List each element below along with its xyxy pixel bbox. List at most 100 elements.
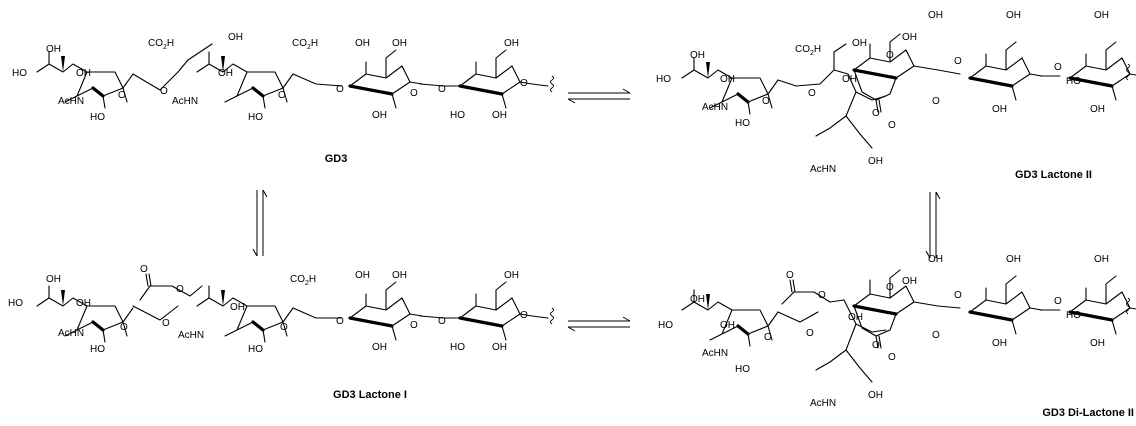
atom-oh: OH — [928, 254, 943, 265]
atom-ho: HO — [450, 110, 465, 121]
atom-oh: OH — [848, 312, 863, 323]
atom-oh: OH — [228, 32, 243, 43]
atom-ho: HO — [8, 298, 23, 309]
atom-o: O — [818, 290, 826, 301]
atom-o: O — [162, 318, 170, 329]
atom-o: O — [438, 84, 446, 95]
atom-oh: OH — [504, 38, 519, 49]
atom-achn: AcHN — [702, 102, 728, 113]
atom-oh: OH — [1090, 104, 1105, 115]
atom-oh: OH — [76, 298, 91, 309]
atom-o: O — [1054, 62, 1062, 73]
atom-oh: OH — [1094, 10, 1109, 21]
atom-o: O — [176, 284, 184, 295]
atom-o: O — [954, 56, 962, 67]
atom-o: O — [872, 108, 880, 119]
atom-o: O — [280, 322, 288, 333]
atom-oh: OH — [355, 38, 370, 49]
atom-o: O — [806, 328, 814, 339]
atom-o: O — [872, 340, 880, 351]
atom-ho: HO — [248, 112, 263, 123]
atom-ho: HO — [1066, 76, 1081, 87]
atom-ho: HO — [90, 344, 105, 355]
atom-ho: HO — [735, 364, 750, 375]
atom-co2h: CO2H — [148, 38, 174, 51]
atom-o: O — [336, 316, 344, 327]
atom-ho: HO — [735, 118, 750, 129]
atom-o: O — [278, 90, 286, 101]
atom-oh: OH — [218, 68, 233, 79]
atom-ho: HO — [248, 344, 263, 355]
compound-title-gd3: GD3 — [325, 153, 348, 165]
atom-o: O — [786, 270, 794, 281]
molecule-gd3-lactone-i: HO OH OH AcHN HO O O O O OH AcHN HO O CO… — [8, 264, 554, 401]
atom-o: O — [160, 86, 168, 97]
atom-achn: AcHN — [810, 164, 836, 175]
atom-oh: OH — [372, 110, 387, 121]
atom-o: O — [118, 90, 126, 101]
atom-o: O — [520, 310, 528, 321]
atom-o: O — [886, 50, 894, 61]
atom-oh: OH — [720, 74, 735, 85]
atom-achn: AcHN — [172, 96, 198, 107]
atom-achn: AcHN — [810, 398, 836, 409]
atom-oh: OH — [492, 110, 507, 121]
compound-title-gd3-lactone-i: GD3 Lactone I — [333, 389, 407, 401]
atom-o: O — [120, 322, 128, 333]
atom-oh: OH — [1006, 10, 1021, 21]
atom-ho: HO — [90, 112, 105, 123]
atom-o: O — [438, 316, 446, 327]
atom-oh: OH — [230, 302, 245, 313]
molecule-gd3-lactone-ii: HO OH OH AcHN HO O CO2H O OH OH O O O OH… — [656, 10, 1136, 181]
atom-achn: AcHN — [58, 328, 84, 339]
atom-oh: OH — [46, 44, 61, 55]
molecule-gd3: HO OH OH AcHN HO O CO2H O OH OH AcHN HO … — [12, 32, 554, 165]
atom-achn: AcHN — [178, 330, 204, 341]
atom-o: O — [932, 96, 940, 107]
atom-o: O — [932, 330, 940, 341]
atom-ho: HO — [1066, 310, 1081, 321]
atom-o: O — [140, 264, 148, 275]
atom-oh: OH — [492, 342, 507, 353]
equilibrium-arrow-left — [252, 189, 268, 257]
atom-oh: OH — [392, 38, 407, 49]
atom-oh: OH — [690, 294, 705, 305]
atom-oh: OH — [992, 104, 1007, 115]
atom-o: O — [888, 120, 896, 131]
atom-achn: AcHN — [58, 96, 84, 107]
atom-o: O — [808, 88, 816, 99]
equilibrium-arrow-top — [567, 88, 631, 104]
atom-oh: OH — [690, 50, 705, 61]
atom-oh: OH — [392, 270, 407, 281]
atom-o: O — [886, 282, 894, 293]
atom-oh: OH — [372, 342, 387, 353]
atom-o: O — [954, 290, 962, 301]
atom-co2h: CO2H — [290, 274, 316, 287]
atom-o: O — [888, 352, 896, 363]
atom-oh: OH — [852, 38, 867, 49]
atom-co2h: CO2H — [292, 38, 318, 51]
atom-o: O — [410, 320, 418, 331]
atom-oh: OH — [1094, 254, 1109, 265]
atom-oh: OH — [355, 270, 370, 281]
atom-o: O — [520, 78, 528, 89]
compound-title-gd3-di-lactone-ii: GD3 Di-Lactone II — [1042, 407, 1134, 419]
atom-oh: OH — [46, 274, 61, 285]
atom-co2h: CO2H — [795, 44, 821, 57]
atom-o: O — [764, 332, 772, 343]
atom-oh: OH — [928, 10, 943, 21]
compound-title-gd3-lactone-ii: GD3 Lactone II — [1015, 169, 1092, 181]
atom-oh: OH — [902, 32, 917, 43]
atom-oh: OH — [868, 156, 883, 167]
atom-oh: OH — [1090, 338, 1105, 349]
atom-oh: OH — [720, 320, 735, 331]
atom-oh: OH — [868, 390, 883, 401]
atom-o: O — [410, 88, 418, 99]
atom-ho: HO — [12, 68, 27, 79]
atom-oh: OH — [1006, 254, 1021, 265]
atom-o: O — [336, 84, 344, 95]
atom-o: O — [1054, 296, 1062, 307]
atom-o: O — [762, 96, 770, 107]
atom-oh: OH — [992, 338, 1007, 349]
